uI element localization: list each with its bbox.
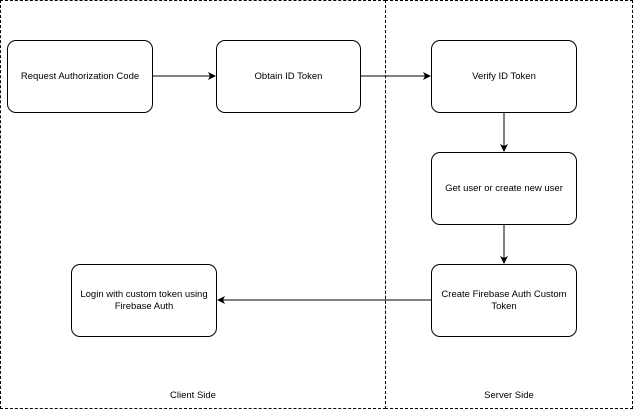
verify-id-token-node: Verify ID Token [431,40,577,113]
create-custom-token-node: Create Firebase Auth Custom Token [431,264,577,337]
server-side-label: Server Side [484,390,534,401]
login-custom-token-node: Login with custom token using Firebase A… [71,264,217,337]
get-or-create-user-node: Get user or create new user [431,152,577,225]
request-authorization-code-node: Request Authorization Code [7,40,153,113]
obtain-id-token-node: Obtain ID Token [216,40,361,113]
server-side-region [385,0,633,409]
client-side-label: Client Side [170,390,216,401]
